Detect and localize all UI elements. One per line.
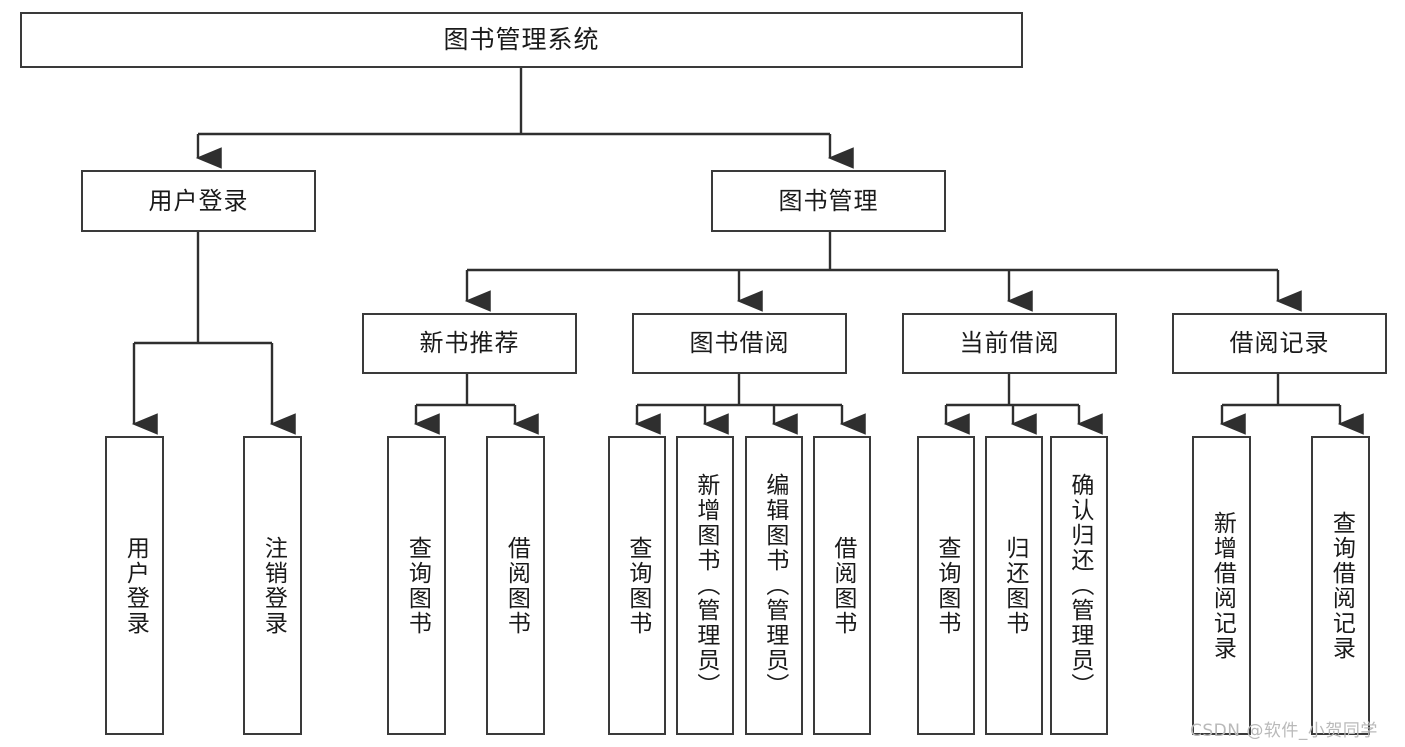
node-leaf-logout-login[interactable]: 注销登录 [243, 436, 302, 735]
node-leaf-return-book[interactable]: 归还图书 [985, 436, 1043, 735]
node-label: 借阅记录 [1229, 329, 1330, 358]
watermark-text: CSDN @软件_小贺同学 [1190, 721, 1378, 741]
node-leaf-query-borrow-record[interactable]: 查询借阅记录 [1311, 436, 1370, 735]
node-label: 编辑图书（管理员） [761, 473, 788, 698]
node-label: 借阅图书 [503, 535, 530, 636]
node-root-system[interactable]: 图书管理系统 [20, 12, 1023, 68]
node-label: 查询图书 [933, 535, 960, 636]
node-label: 注销登录 [260, 535, 287, 636]
node-leaf-query-book-recommend[interactable]: 查询图书 [387, 436, 446, 735]
node-label: 查询借阅记录 [1328, 510, 1355, 661]
node-leaf-user-login[interactable]: 用户登录 [105, 436, 164, 735]
node-current-borrow[interactable]: 当前借阅 [902, 313, 1117, 374]
node-leaf-borrow-book-recommend[interactable]: 借阅图书 [486, 436, 545, 735]
node-label: 归还图书 [1001, 535, 1028, 636]
node-label: 图书借阅 [689, 329, 790, 358]
node-label: 新增图书（管理员） [692, 473, 719, 698]
node-label: 确认归还（管理员） [1066, 473, 1093, 698]
node-label: 新书推荐 [419, 329, 520, 358]
node-label: 新增借阅记录 [1209, 510, 1236, 661]
node-label: 当前借阅 [959, 329, 1060, 358]
node-leaf-add-book-admin[interactable]: 新增图书（管理员） [676, 436, 734, 735]
node-leaf-query-book-borrow[interactable]: 查询图书 [608, 436, 666, 735]
node-label: 图书管理 [778, 186, 879, 215]
node-label: 图书管理系统 [443, 25, 600, 54]
node-label: 查询图书 [404, 535, 431, 636]
node-leaf-borrow-book[interactable]: 借阅图书 [813, 436, 871, 735]
node-book-management[interactable]: 图书管理 [711, 170, 946, 232]
node-label: 用户登录 [122, 535, 149, 636]
node-book-borrow[interactable]: 图书借阅 [632, 313, 847, 374]
node-user-login[interactable]: 用户登录 [81, 170, 316, 232]
node-leaf-add-borrow-record[interactable]: 新增借阅记录 [1192, 436, 1251, 735]
node-borrow-record[interactable]: 借阅记录 [1172, 313, 1387, 374]
node-label: 用户登录 [148, 186, 249, 215]
node-leaf-edit-book-admin[interactable]: 编辑图书（管理员） [745, 436, 803, 735]
node-label: 借阅图书 [829, 535, 856, 636]
node-leaf-confirm-return-admin[interactable]: 确认归还（管理员） [1050, 436, 1108, 735]
node-leaf-query-book-current[interactable]: 查询图书 [917, 436, 975, 735]
node-label: 查询图书 [624, 535, 651, 636]
node-new-book-recommend[interactable]: 新书推荐 [362, 313, 577, 374]
